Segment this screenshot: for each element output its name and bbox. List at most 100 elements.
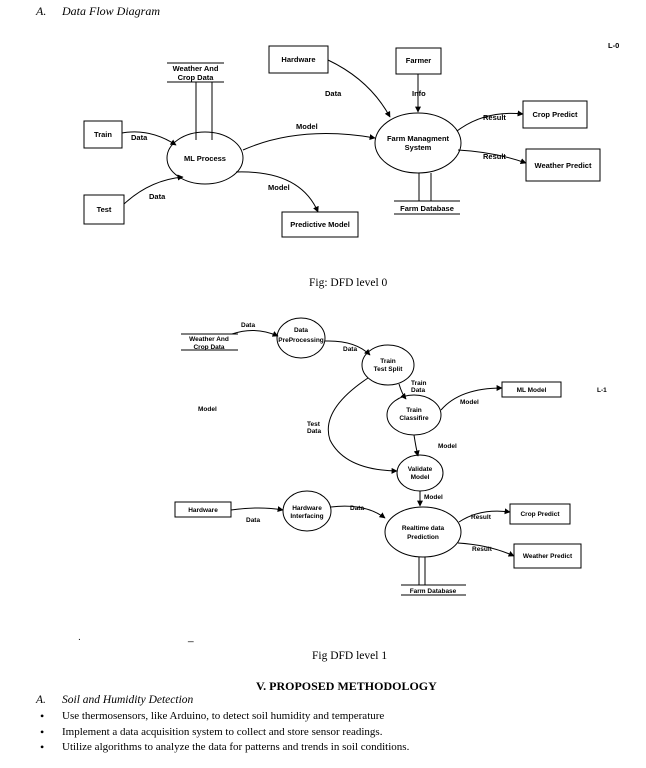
dfd0-train-box: Train bbox=[83, 120, 123, 149]
dfd1-train-test-split: Train Test Split bbox=[361, 344, 415, 386]
dfd1-weather-store-line1: Weather And bbox=[189, 336, 229, 343]
dfd1-flow-classifier-mlmodel bbox=[440, 385, 503, 411]
dfd1-crop-predict-box: Crop Predict bbox=[509, 503, 571, 525]
section-a-number: A. bbox=[36, 4, 47, 18]
dfd1-preproc-line1: Data bbox=[294, 327, 308, 334]
dfd1-realtime-prediction: Realtime data Prediction bbox=[384, 506, 462, 558]
dfd0-test-box: Test bbox=[83, 194, 125, 225]
dfd0-lbl-data-hw: Data bbox=[325, 89, 342, 98]
dfd1-lbl-model2: Model bbox=[438, 443, 457, 450]
dfd0-flow-hardware-fms bbox=[327, 59, 391, 118]
dfd0-flow-train-ml bbox=[121, 131, 177, 146]
dfd0-farmer-box: Farmer bbox=[395, 47, 442, 75]
fig0-caption: Fig: DFD level 0 bbox=[309, 277, 388, 289]
dfd1-lbl-result1: Result bbox=[471, 514, 492, 521]
dfd1-weather-store-line2: Crop Data bbox=[193, 344, 224, 351]
dfd1-hwif-line1: Hardware bbox=[292, 505, 322, 512]
dfd0-flow-ml-predictive bbox=[235, 171, 319, 213]
dfd1-validate-model: Validate Model bbox=[396, 454, 444, 492]
dfd0-lbl-model-bottom: Model bbox=[268, 183, 290, 192]
dfd0-crop-predict-label: Crop Predict bbox=[532, 110, 578, 119]
stray-dash: _ bbox=[187, 632, 194, 643]
bullet-item: Implement a data acquisition system to c… bbox=[36, 725, 409, 741]
subsection-a-title: Soil and Humidity Detection bbox=[62, 694, 194, 706]
dfd1-classifier-line1: Train bbox=[406, 407, 422, 414]
dfd1-flow-split-classifier bbox=[398, 383, 407, 400]
dfd1-flow-classifier-validate bbox=[413, 434, 420, 457]
dfd1-lbl-data4: Data bbox=[350, 505, 364, 512]
dfd0-weather-store-line1: Weather And bbox=[173, 64, 219, 73]
dfd1-lbl-data3: Data bbox=[246, 517, 260, 524]
dfd1-rt-line1: Realtime data bbox=[402, 525, 445, 532]
dfd1-split-line1: Train bbox=[380, 358, 396, 365]
dfd0-lbl-info: Info bbox=[412, 89, 426, 98]
dfd0-flow-fms-weather bbox=[457, 149, 527, 165]
dfd0-flow-fms-crop bbox=[456, 110, 524, 132]
dfd0-farm-db-label: Farm Database bbox=[400, 204, 454, 213]
fig1-caption: Fig DFD level 1 bbox=[312, 650, 388, 662]
dfd0-flow-ml-fms bbox=[242, 133, 376, 151]
subsection-a-heading: A.Soil and Humidity Detection bbox=[36, 694, 193, 706]
dfd0-level-tag: L-0 bbox=[608, 41, 619, 50]
dfd1-weather-crop-store: Weather And Crop Data bbox=[181, 333, 238, 351]
dfd1-lbl-train-data1: Train bbox=[411, 380, 427, 387]
dfd1-lbl-result2: Result bbox=[472, 546, 493, 553]
dfd1-weather-predict-label: Weather Predict bbox=[523, 553, 573, 560]
dfd0-predictive-model-label: Predictive Model bbox=[290, 220, 350, 229]
dfd0-hardware-label: Hardware bbox=[281, 55, 315, 64]
dfd0-ml-process: ML Process bbox=[166, 131, 244, 185]
dfd0-farm-mgmt-line1: Farm Managment bbox=[387, 134, 450, 143]
dfd1-hwif-line2: Interfacing bbox=[290, 513, 323, 520]
bullet-item: Utilize algorithms to analyze the data f… bbox=[36, 740, 409, 756]
dfd1-validate-line1: Validate bbox=[408, 466, 433, 473]
stray-dot: . bbox=[78, 632, 81, 643]
section-a-title: Data Flow Diagram bbox=[62, 4, 161, 18]
dfd1-rt-line2: Prediction bbox=[407, 534, 439, 541]
dfd1-flow-hwif-realtime bbox=[330, 505, 386, 519]
dfd1-farm-db-store: Farm Database bbox=[401, 557, 466, 596]
dfd0-ml-process-label: ML Process bbox=[184, 154, 226, 163]
dfd0-farm-db-store: Farm Database bbox=[394, 173, 460, 215]
dfd1-train-classifier: Train Classifire bbox=[386, 394, 442, 436]
dfd1-hardware-interfacing: Hardware Interfacing bbox=[282, 490, 332, 532]
dfd1-ml-model-box: ML Model bbox=[501, 381, 562, 398]
dfd-level-1: L-1 Weather And Crop Data Data Data PreP… bbox=[174, 317, 607, 596]
dfd0-lbl-model-top: Model bbox=[296, 122, 318, 131]
dfd0-predictive-model-box: Predictive Model bbox=[281, 211, 359, 238]
dfd1-validate-line2: Model bbox=[411, 474, 430, 481]
dfd0-flow-test-ml bbox=[123, 174, 184, 205]
dfd1-lbl-data2: Data bbox=[343, 346, 357, 353]
dfd0-lbl-result1: Result bbox=[483, 113, 506, 122]
dfd0-crop-predict-box: Crop Predict bbox=[522, 100, 588, 129]
dfd1-flow-hardware-hwif bbox=[230, 506, 284, 513]
dfd1-ml-model-label: ML Model bbox=[517, 387, 547, 394]
dfd0-weather-predict-label: Weather Predict bbox=[535, 161, 592, 170]
dfd1-crop-predict-label: Crop Predict bbox=[520, 511, 560, 518]
dfd0-test-label: Test bbox=[97, 205, 112, 214]
dfd1-model-side-label: Model bbox=[198, 406, 217, 413]
dfd0-farm-mgmt-line2: System bbox=[405, 143, 432, 152]
dfd0-farmer-label: Farmer bbox=[406, 56, 432, 65]
dfd1-level-tag: L-1 bbox=[597, 387, 607, 394]
dfd0-train-label: Train bbox=[94, 130, 112, 139]
dfd0-lbl-data-test: Data bbox=[149, 192, 166, 201]
dfd0-lbl-data-train: Data bbox=[131, 133, 148, 142]
dfd1-flow-rt-weather bbox=[457, 542, 515, 557]
dfd1-lbl-model1: Model bbox=[460, 399, 479, 406]
dfd0-farm-mgmt: Farm Managment System bbox=[374, 112, 462, 174]
dfd0-weather-predict-box: Weather Predict bbox=[525, 148, 601, 182]
dfd1-preprocessing: Data PreProcessing bbox=[276, 317, 326, 359]
dfd1-flow-rt-crop bbox=[458, 508, 511, 523]
dfd0-lbl-result2: Result bbox=[483, 152, 506, 161]
dfd0-weather-crop-store: Weather And Crop Data bbox=[167, 62, 224, 140]
dfd1-lbl-model3: Model bbox=[424, 494, 443, 501]
methodology-bullets: Use thermosensors, like Arduino, to dete… bbox=[36, 709, 409, 756]
dfd1-flow-store-preproc bbox=[231, 330, 279, 337]
dfd0-weather-store-line2: Crop Data bbox=[178, 73, 215, 82]
dfd1-preproc-line2: PreProcessing bbox=[278, 337, 324, 344]
dfd1-flow-split-validate bbox=[327, 377, 398, 474]
dfd1-lbl-test-data2: Data bbox=[307, 428, 321, 435]
dfd1-hardware-box: Hardware bbox=[174, 501, 232, 518]
dfd1-hardware-label: Hardware bbox=[188, 507, 218, 514]
